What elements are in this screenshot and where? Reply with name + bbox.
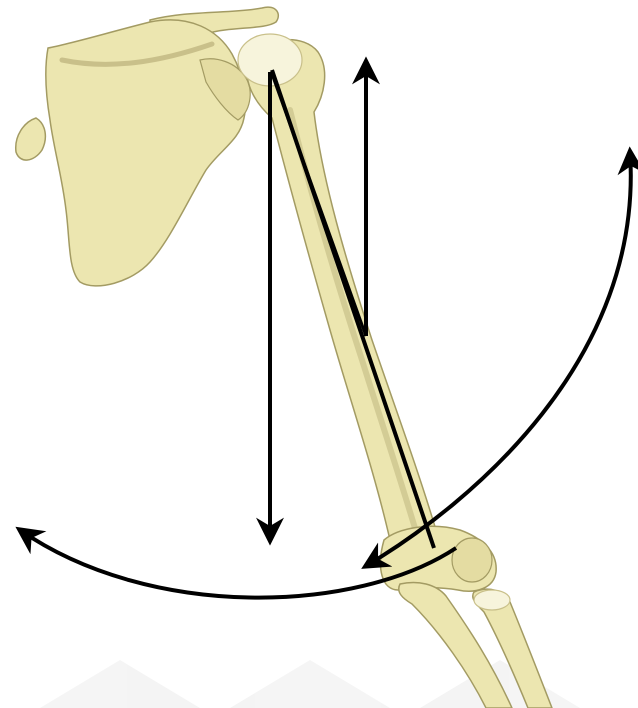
coracoid-process <box>16 118 46 160</box>
diagonal-connector-line <box>272 74 366 336</box>
olecranon <box>452 538 492 582</box>
radial-head <box>474 590 510 610</box>
